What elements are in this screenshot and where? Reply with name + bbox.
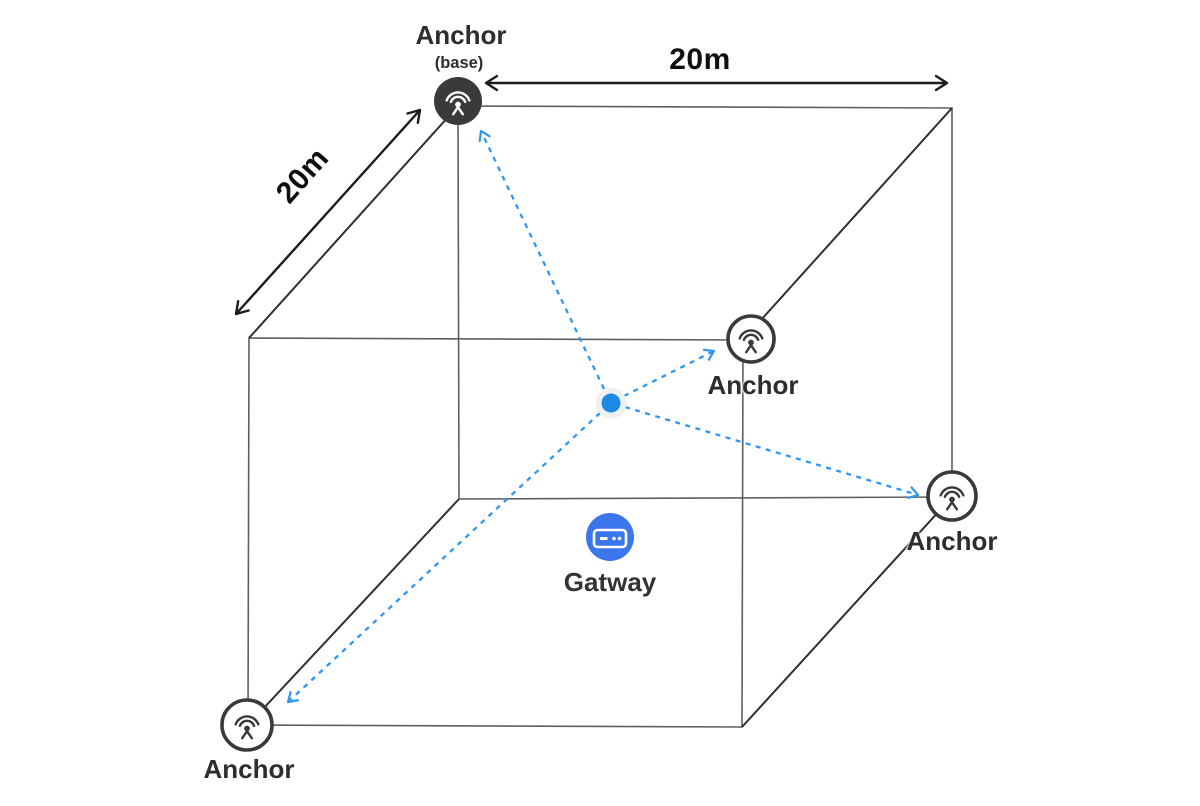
- gateway-node: [586, 513, 634, 561]
- anchor-back-right-label: Anchor: [906, 526, 998, 556]
- cube-back-face: [457, 105, 953, 500]
- link-tag-to-back-right-anchor: [624, 405, 920, 499]
- link-tag-to-bottom-left-anchor: [286, 412, 601, 704]
- cube-front-face: [247, 337, 744, 728]
- side-dimension-arrow: [234, 108, 422, 316]
- tag-dot: [601, 393, 621, 413]
- anchor-base-label: Anchor: [415, 20, 507, 50]
- anchor-front-right-label: Anchor: [707, 370, 799, 400]
- anchor-bottom-left-label: Anchor: [203, 754, 295, 784]
- nodes: [220, 77, 978, 752]
- link-tag-to-base-anchor: [478, 129, 606, 390]
- cube-edge-bottom-right: [741, 496, 953, 728]
- anchor-back-right-node: [926, 470, 978, 522]
- router-icon: [592, 528, 628, 549]
- anchor-base-sublabel: (base): [434, 53, 484, 72]
- anchor-base-node: [434, 77, 482, 125]
- top-dimension-label: 20m: [669, 43, 731, 76]
- cube-edge-bottom-left: [247, 498, 460, 726]
- link-tag-to-front-right-anchor: [623, 348, 716, 398]
- anchor-bottom-left-node: [220, 698, 274, 752]
- ranging-links: [286, 129, 920, 704]
- cube-wireframe: [247, 105, 953, 728]
- anchor-front-right-node: [726, 314, 776, 364]
- dimension-arrows: [234, 74, 949, 316]
- cube-edge-top-left: [248, 105, 459, 339]
- cube-edge-top-right: [742, 107, 953, 341]
- gateway-label: Gatway: [563, 567, 657, 597]
